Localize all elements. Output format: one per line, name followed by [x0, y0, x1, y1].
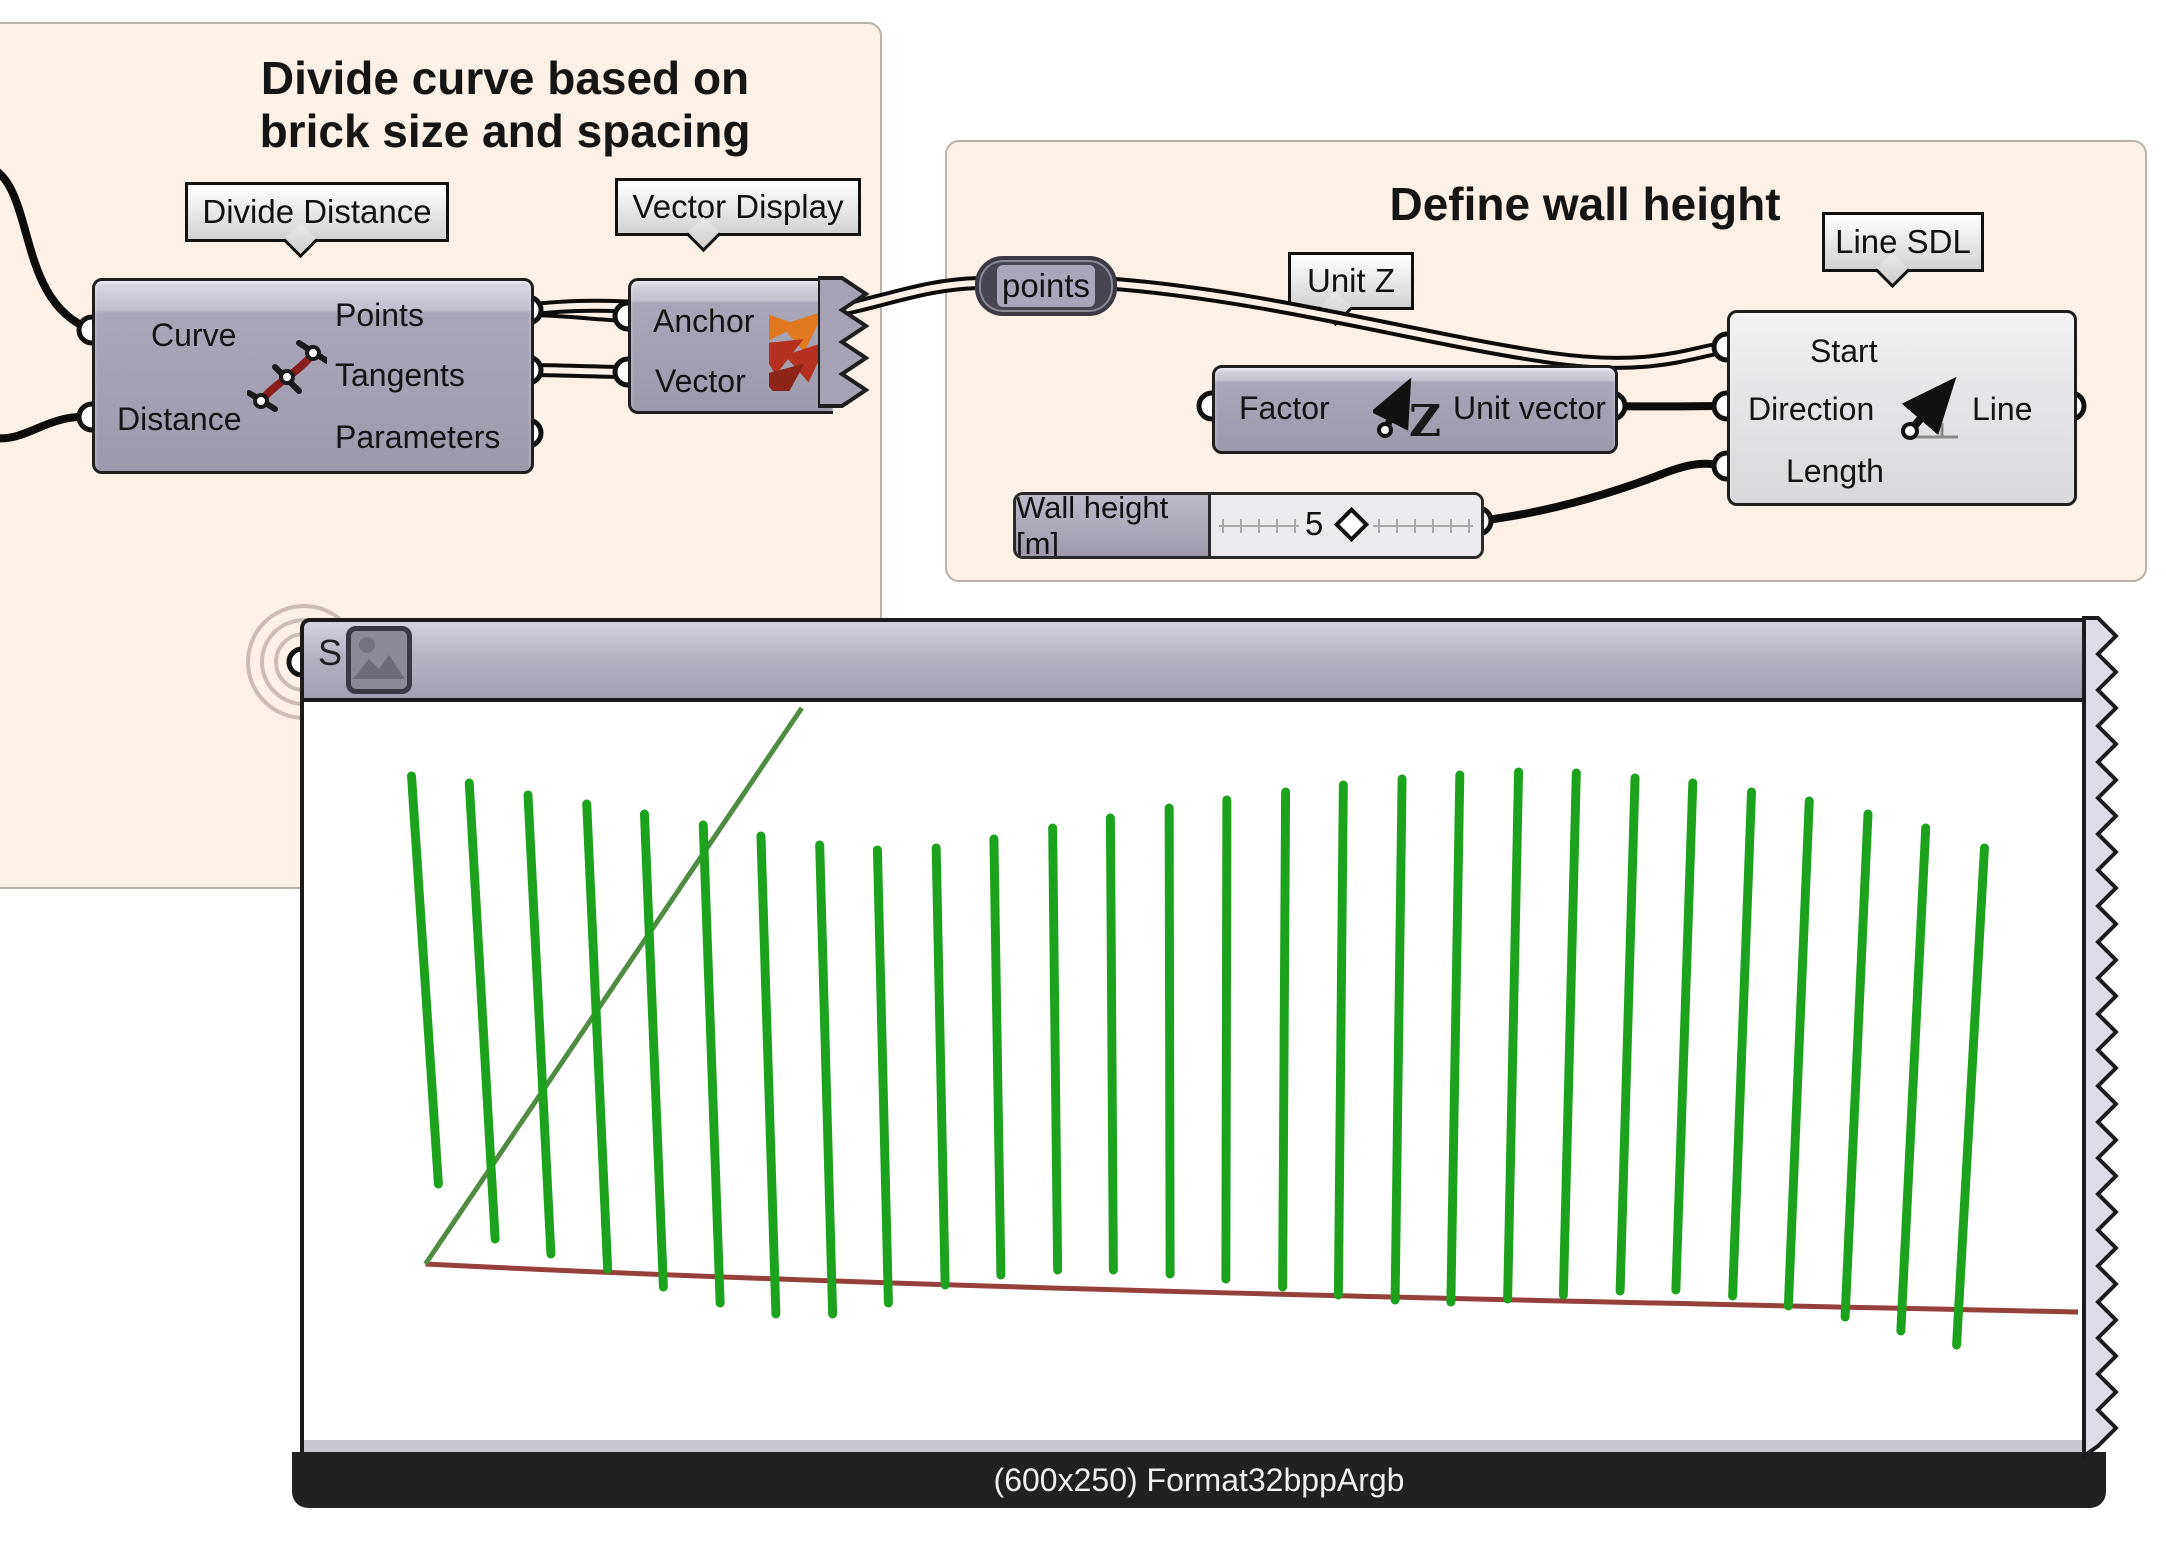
- component-line-sdl[interactable]: Start Direction Length Line: [1727, 310, 2077, 506]
- wall-line: [1278, 787, 1291, 1292]
- input-label-length: Length: [1786, 453, 1884, 489]
- group-title-wall: Define wall height: [1389, 178, 1781, 230]
- wall-line: [1558, 768, 1581, 1300]
- preview-status-bar: (600x250) Format32bppArgb: [292, 1452, 2106, 1508]
- preview-status-text: (600x250) Format32bppArgb: [993, 1461, 1405, 1498]
- wall-line: [1446, 770, 1465, 1307]
- tooltip-vector-display: Vector Display: [615, 178, 861, 253]
- output-label-tangents: Tangents: [335, 357, 465, 393]
- param-capsule-points-label: points: [997, 265, 1095, 307]
- slider-wall-height-track[interactable]: 5: [1211, 495, 1481, 556]
- input-label-vector: Vector: [655, 363, 746, 399]
- wall-base-curve: [425, 1261, 2079, 1315]
- component-divide-distance[interactable]: Curve Distance Points Tangents Parameter…: [92, 278, 534, 474]
- tooltip-line-sdl: Line SDL: [1822, 212, 1984, 289]
- wall-line: [931, 843, 950, 1290]
- wall-line: [1221, 795, 1232, 1284]
- tooltip-unit-z: Unit Z: [1288, 252, 1414, 327]
- preview-zigzag-edge: [2082, 616, 2119, 1460]
- slider-wall-height-label: Wall height [m]: [1016, 495, 1211, 556]
- output-label-line: Line: [1972, 391, 2033, 427]
- wall-line: [1105, 813, 1118, 1275]
- input-label-start: Start: [1810, 333, 1878, 369]
- input-label-direction: Direction: [1748, 391, 1875, 427]
- wall-line: [1615, 773, 1640, 1296]
- tooltip-line-sdl-label: Line SDL: [1835, 223, 1971, 260]
- param-capsule-points[interactable]: points: [975, 256, 1117, 316]
- output-label-unit-vector: Unit vector: [1453, 390, 1606, 426]
- wall-line: [1048, 823, 1063, 1275]
- input-label-factor: Factor: [1239, 390, 1330, 426]
- input-label-anchor: Anchor: [653, 303, 755, 339]
- group-title-divide: Divide curve based on brick size and spa…: [160, 52, 850, 159]
- wall-line: [1952, 843, 1989, 1350]
- tooltip-unit-z-label: Unit Z: [1306, 262, 1395, 299]
- preview-window-header[interactable]: [300, 618, 2093, 702]
- slider-wall-height[interactable]: Wall height [m] 5: [1013, 492, 1484, 559]
- wall-line: [1390, 774, 1407, 1305]
- wall-line: [1503, 767, 1524, 1304]
- group-title-divide-line1: Divide curve based on: [260, 52, 750, 104]
- output-label-parameters: Parameters: [335, 419, 501, 455]
- preview-drawing-svg: [407, 706, 2079, 1350]
- wall-line: [815, 840, 838, 1319]
- wire-into-curve[interactable]: [0, 168, 96, 334]
- component-vector-display[interactable]: Anchor Vector: [628, 278, 833, 414]
- group-title-divide-line2: brick size and spacing: [259, 105, 751, 158]
- line-sdl-arrow-icon: [1901, 376, 1958, 440]
- unit-z-arrow-icon: Z: [1373, 377, 1441, 442]
- wall-line: [639, 809, 668, 1292]
- wire-capsule-start-core: [1101, 280, 1728, 366]
- wall-line: [523, 790, 556, 1259]
- divide-curve-icon: [247, 340, 327, 412]
- wall-line: [989, 834, 1006, 1280]
- wall-line: [1728, 787, 1756, 1301]
- tooltip-divide-distance-label: Divide Distance: [202, 193, 432, 230]
- slider-wall-height-value: 5: [1305, 505, 1324, 542]
- component-unit-z[interactable]: Factor Unit vector Z: [1212, 365, 1618, 454]
- wall-line: [1333, 780, 1348, 1300]
- input-label-distance: Distance: [117, 401, 242, 437]
- slider-ruler: [1219, 519, 1473, 533]
- wall-line: [1783, 796, 1814, 1311]
- input-label-curve: Curve: [151, 317, 237, 353]
- wall-line: [756, 831, 781, 1319]
- wall-line: [407, 771, 443, 1189]
- wall-line: [464, 778, 500, 1244]
- wire-slider-length[interactable]: [1474, 459, 1731, 525]
- wall-line: [698, 820, 725, 1308]
- wall-line: [1840, 809, 1873, 1322]
- vector-display-zigzag-edge: [818, 276, 870, 408]
- wall-line: [1671, 778, 1698, 1295]
- wall-line: [1164, 803, 1175, 1279]
- svg-text:Z: Z: [1409, 396, 1441, 442]
- wall-line: [582, 799, 613, 1274]
- image-thumbnail-icon[interactable]: [346, 626, 412, 694]
- tooltip-vector-display-label: Vector Display: [632, 188, 844, 225]
- vector-arrows-icon: [769, 309, 828, 391]
- tooltip-divide-distance: Divide Distance: [185, 182, 449, 259]
- wall-line: [872, 845, 893, 1308]
- preview-image-area: [300, 702, 2093, 1440]
- output-label-points: Points: [335, 297, 424, 333]
- preview-tab-label: S: [318, 632, 343, 673]
- wall-line: [1896, 823, 1931, 1336]
